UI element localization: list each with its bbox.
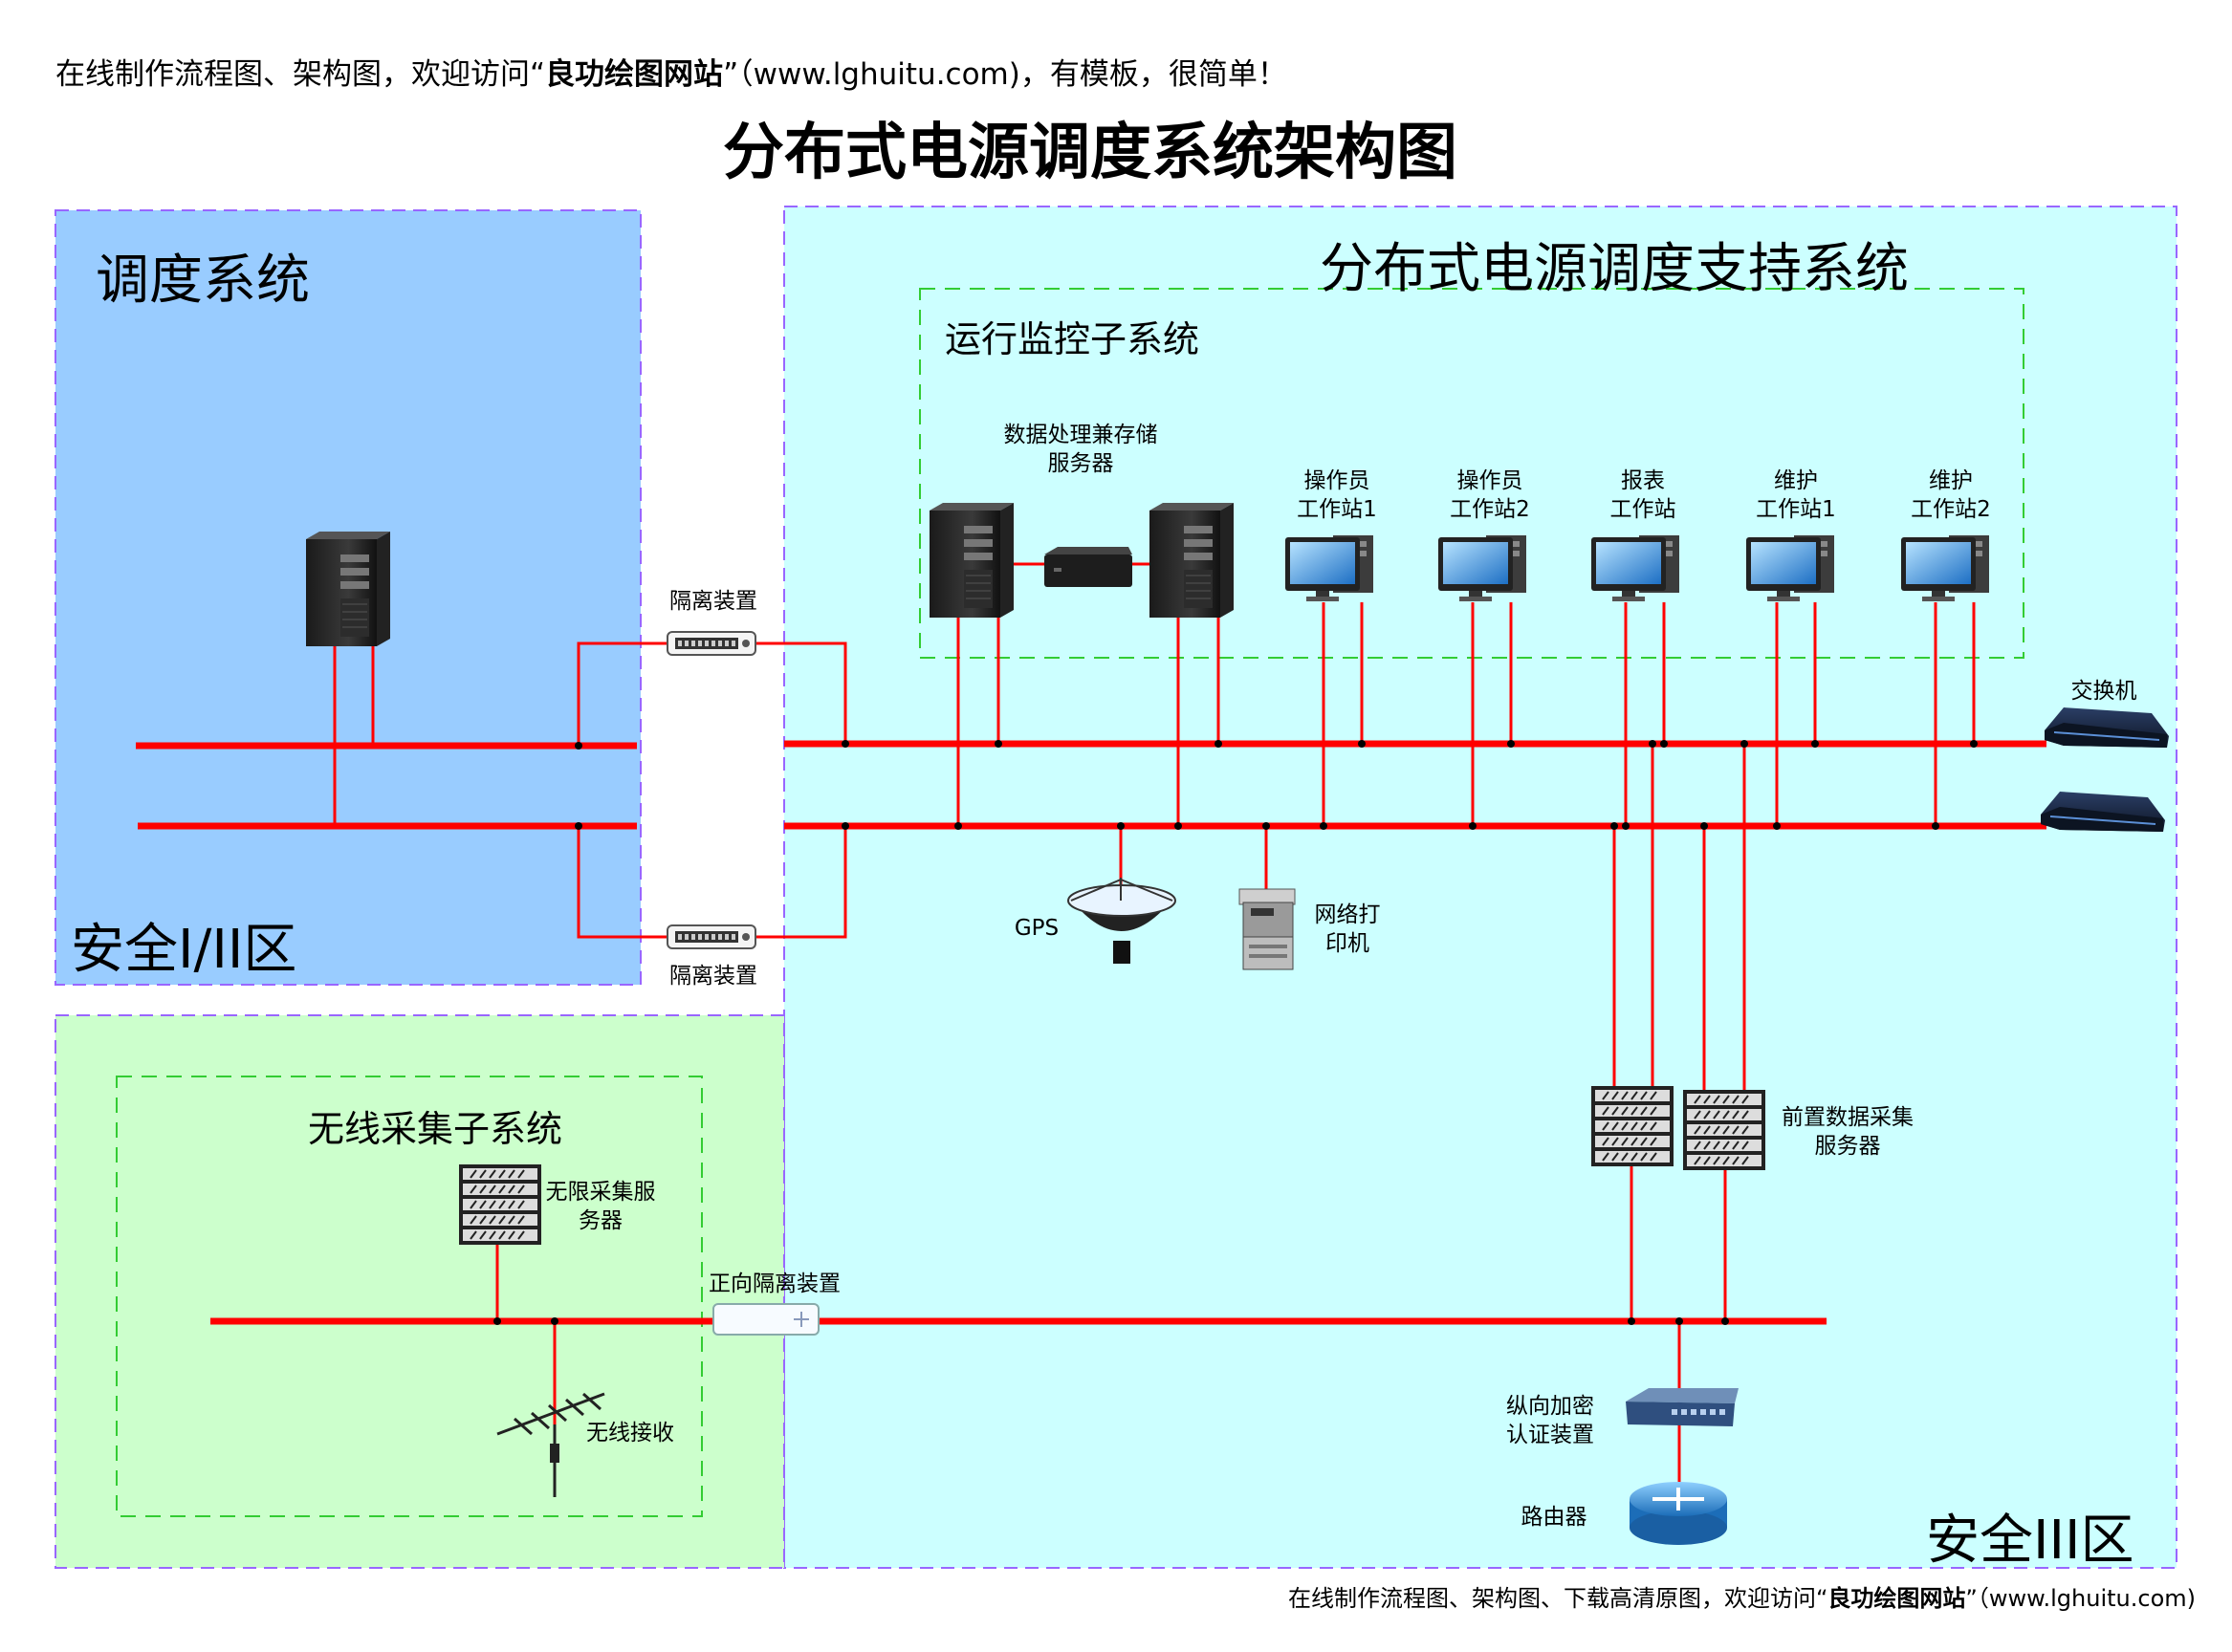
encryption-device-icon — [1626, 1388, 1739, 1426]
wireless-zone — [55, 1014, 785, 1569]
support-system-title: 分布式电源调度支持系统 — [1320, 238, 1909, 300]
maintenance-workstation-1-label: 维护工作站1 — [1756, 468, 1836, 523]
maintenance-workstation-2-label: 维护工作站2 — [1911, 468, 1991, 523]
gps-label: GPS — [1014, 916, 1060, 941]
dispatch-server-icon — [305, 531, 391, 647]
isolation-device-icon — [667, 924, 756, 949]
storage-server-label: 数据处理兼存储服务器 — [1003, 423, 1158, 477]
junction-dots — [493, 740, 1978, 1325]
top-note: 在线制作流程图、架构图，欢迎访问“良功绘图网站”（www.lghuitu.com… — [55, 50, 1287, 93]
connection-lines — [333, 562, 1976, 1491]
top-note-suffix: ”（www.lghuitu.com)，有模板，很简单！ — [723, 57, 1287, 92]
storage-device-icon — [1044, 547, 1132, 587]
printer-label: 网络打印机 — [1314, 902, 1381, 957]
operator-workstation-2-label: 操作员工作站2 — [1450, 468, 1530, 523]
forward-isolation-icon — [712, 1303, 820, 1336]
storage-server-icon — [929, 502, 1015, 619]
network-buses — [136, 740, 2046, 1325]
top-note-prefix: 在线制作流程图、架构图，欢迎访问“ — [55, 57, 546, 92]
front-server-label: 前置数据采集服务器 — [1782, 1105, 1914, 1160]
bottom-note-brand[interactable]: 良功绘图网站 — [1827, 1585, 1966, 1612]
wireless-receive-label: 无线接收 — [586, 1421, 674, 1446]
wireless-subsystem-box — [116, 1076, 703, 1517]
security-zone-3-label: 安全III区 — [1926, 1510, 2134, 1572]
router-label: 路由器 — [1521, 1505, 1587, 1530]
isolation-device-bottom-label: 隔离装置 — [669, 964, 757, 989]
switch-icon — [2040, 791, 2166, 833]
front-server-icon — [1590, 1085, 1674, 1167]
top-note-brand[interactable]: 良功绘图网站 — [545, 57, 724, 92]
isolation-device-icon — [667, 631, 756, 656]
gps-dish-icon — [1067, 878, 1176, 964]
bottom-note-prefix: 在线制作流程图、架构图、下载高清原图，欢迎访问“ — [1287, 1585, 1828, 1612]
bottom-note-suffix: ”（www.lghuitu.com) — [1965, 1585, 2196, 1612]
security-zone-1-2-label: 安全I/II区 — [71, 919, 297, 981]
encryption-device-label: 纵向加密认证装置 — [1506, 1394, 1594, 1448]
isolation-device-top-label: 隔离装置 — [669, 589, 757, 614]
storage-server-icon — [1149, 502, 1235, 619]
wireless-server-label: 无限采集服务器 — [545, 1180, 656, 1234]
router-icon — [1630, 1482, 1727, 1545]
wireless-server-icon — [458, 1163, 542, 1246]
monitor-subsystem-title: 运行监控子系统 — [945, 318, 1200, 360]
report-workstation-label: 报表工作站 — [1609, 468, 1676, 523]
bottom-note: 在线制作流程图、架构图、下载高清原图，欢迎访问“良功绘图网站”（www.lghu… — [1288, 1579, 2196, 1613]
forward-isolation-label: 正向隔离装置 — [709, 1272, 841, 1296]
dispatch-system-title: 调度系统 — [96, 250, 310, 312]
front-server-icon — [1682, 1089, 1766, 1171]
wireless-subsystem-title: 无线采集子系统 — [308, 1108, 563, 1150]
printer-icon — [1238, 888, 1296, 970]
switch-icon — [2044, 706, 2170, 749]
switch-label: 交换机 — [2070, 679, 2137, 704]
page-title: 分布式电源调度系统架构图 — [723, 118, 1457, 188]
operator-workstation-1-label: 操作员工作站1 — [1297, 468, 1377, 523]
support-zone — [783, 206, 2177, 1569]
